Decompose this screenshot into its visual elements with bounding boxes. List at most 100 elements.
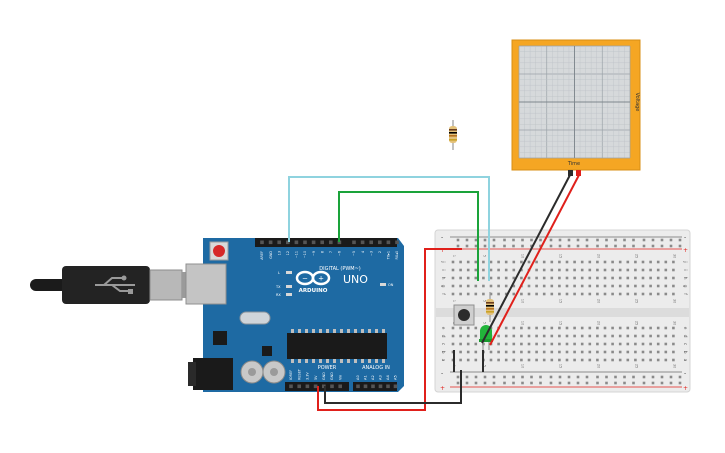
breadboard-hole[interactable] [512, 334, 516, 338]
breadboard-hole[interactable] [521, 244, 524, 248]
breadboard-hole[interactable] [482, 268, 485, 272]
breadboard-hole[interactable] [474, 268, 478, 272]
breadboard-hole[interactable] [492, 244, 496, 248]
breadboard-hole[interactable] [576, 244, 580, 248]
breadboard-hole[interactable] [634, 284, 637, 288]
breadboard-hole[interactable] [626, 326, 630, 330]
breadboard-hole[interactable] [623, 238, 626, 242]
digital-pin-hole[interactable] [352, 240, 356, 245]
breadboard-hole[interactable] [605, 238, 608, 242]
breadboard-hole[interactable] [656, 342, 660, 346]
breadboard-hole[interactable] [580, 334, 584, 338]
wires[interactable] [288, 174, 580, 411]
breadboard-hole[interactable] [503, 375, 506, 379]
breadboard-hole[interactable] [520, 342, 523, 346]
breadboard-hole[interactable] [611, 326, 614, 330]
breadboard-hole[interactable] [618, 260, 622, 264]
breadboard-hole[interactable] [596, 244, 599, 248]
breadboard-hole[interactable] [660, 238, 664, 242]
breadboard-hole[interactable] [588, 342, 592, 346]
breadboard-hole[interactable] [649, 358, 652, 362]
breadboard-hole[interactable] [512, 375, 515, 379]
breadboard-hole[interactable] [503, 381, 506, 385]
breadboard-hole[interactable] [605, 244, 608, 248]
breadboard-hole[interactable] [580, 358, 584, 362]
breadboard-hole[interactable] [605, 375, 608, 379]
breadboard-hole[interactable] [512, 260, 516, 264]
breadboard-hole[interactable] [596, 342, 599, 346]
breadboard-hole[interactable] [558, 268, 561, 272]
breadboard-hole[interactable] [466, 342, 470, 346]
breadboard-hole[interactable] [459, 260, 462, 264]
breadboard-hole[interactable] [459, 334, 462, 338]
breadboard-hole[interactable] [649, 284, 652, 288]
breadboard-hole[interactable] [535, 276, 538, 280]
breadboard-hole[interactable] [672, 292, 675, 296]
breadboard-hole[interactable] [549, 375, 553, 379]
breadboard-hole[interactable] [542, 342, 546, 346]
breadboard-hole[interactable] [641, 334, 645, 338]
breadboard-hole[interactable] [550, 334, 554, 338]
digital-pin-hole[interactable] [360, 240, 365, 245]
breadboard-hole[interactable] [664, 342, 668, 346]
breadboard-hole[interactable] [451, 260, 455, 264]
breadboard-hole[interactable] [489, 276, 493, 280]
breadboard-hole[interactable] [573, 350, 576, 354]
breadboard-hole[interactable] [649, 350, 652, 354]
digital-pin-hole[interactable] [311, 240, 316, 245]
breadboard-hole[interactable] [672, 276, 675, 280]
breadboard-hole[interactable] [497, 284, 500, 288]
breadboard-hole[interactable] [678, 381, 682, 385]
breadboard-hole[interactable] [580, 260, 584, 264]
breadboard-hole[interactable] [451, 276, 455, 280]
breadboard-hole[interactable] [580, 284, 584, 288]
pushbutton-cap[interactable] [458, 309, 470, 321]
breadboard-hole[interactable] [632, 238, 635, 242]
breadboard-hole[interactable] [596, 350, 599, 354]
breadboard-hole[interactable] [482, 284, 485, 288]
breadboard-hole[interactable] [504, 358, 508, 362]
breadboard-hole[interactable] [588, 260, 592, 264]
breadboard-hole[interactable] [618, 284, 622, 288]
breadboard-hole[interactable] [649, 276, 652, 280]
digital-pin-hole[interactable] [268, 240, 273, 245]
breadboard-hole[interactable] [649, 342, 652, 346]
breadboard-hole[interactable] [504, 276, 508, 280]
breadboard-hole[interactable] [672, 260, 675, 264]
digital-pin-hole[interactable] [369, 240, 373, 245]
breadboard-hole[interactable] [641, 358, 645, 362]
breadboard-hole[interactable] [466, 292, 470, 296]
breadboard-hole[interactable] [603, 276, 607, 280]
breadboard-hole[interactable] [539, 238, 542, 242]
breadboard-hole[interactable] [558, 375, 562, 379]
breadboard-hole[interactable] [558, 334, 561, 338]
breadboard-hole[interactable] [527, 326, 531, 330]
breadboard-hole[interactable] [504, 326, 508, 330]
breadboard-hole[interactable] [660, 375, 664, 379]
breadboard-hole[interactable] [520, 260, 523, 264]
breadboard-hole[interactable] [603, 268, 607, 272]
breadboard-hole[interactable] [550, 268, 554, 272]
breadboard-hole[interactable] [466, 276, 470, 280]
digital-pin-hole[interactable] [303, 240, 307, 245]
breadboard-hole[interactable] [474, 260, 478, 264]
breadboard-hole[interactable] [603, 284, 607, 288]
breadboard-hole[interactable] [482, 276, 485, 280]
breadboard-hole[interactable] [596, 381, 599, 385]
breadboard-hole[interactable] [632, 381, 635, 385]
breadboard-hole[interactable] [588, 284, 592, 288]
resistor-loose[interactable] [449, 120, 457, 150]
breadboard-hole[interactable] [466, 358, 470, 362]
breadboard-hole[interactable] [567, 244, 571, 248]
breadboard-hole[interactable] [503, 244, 506, 248]
breadboard-hole[interactable] [641, 268, 645, 272]
breadboard-hole[interactable] [504, 268, 508, 272]
breadboard-hole[interactable] [649, 260, 652, 264]
breadboard-hole[interactable] [550, 284, 554, 288]
breadboard-hole[interactable] [634, 350, 637, 354]
breadboard-hole[interactable] [596, 375, 599, 379]
breadboard-hole[interactable] [520, 268, 523, 272]
breadboard-hole[interactable] [573, 334, 576, 338]
breadboard-hole[interactable] [520, 326, 523, 330]
breadboard-hole[interactable] [542, 276, 546, 280]
